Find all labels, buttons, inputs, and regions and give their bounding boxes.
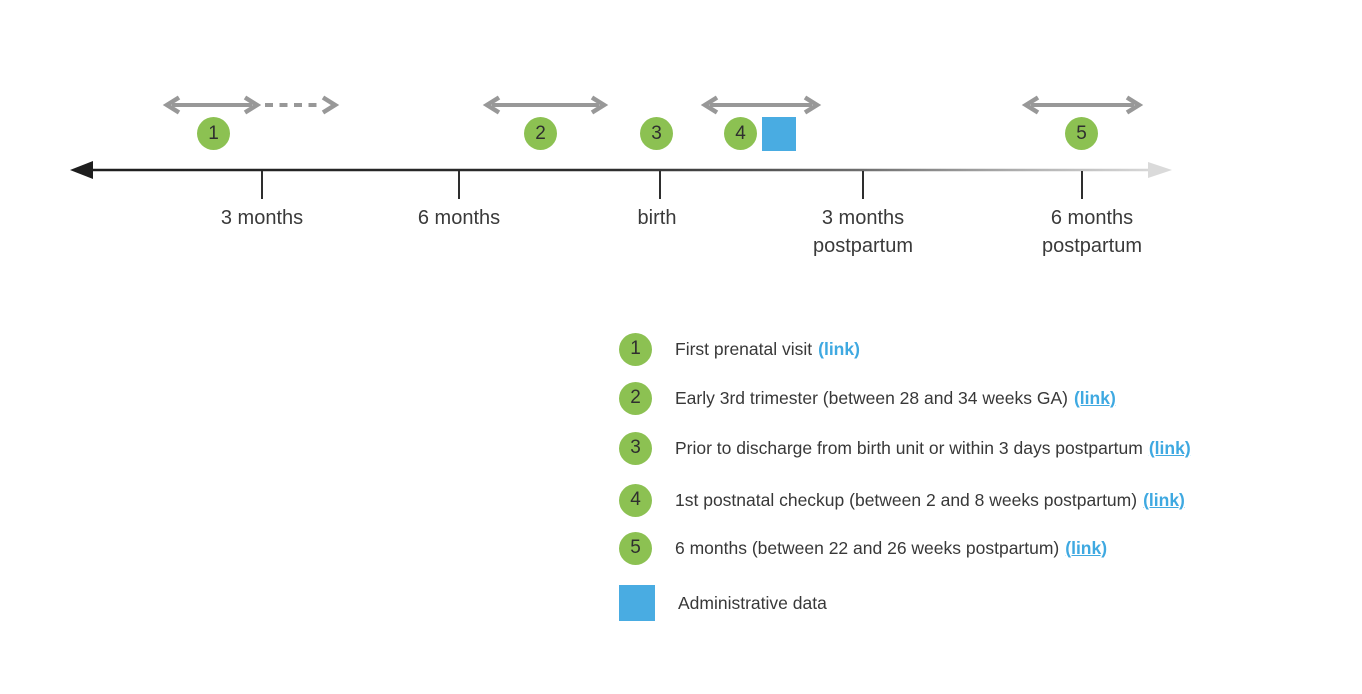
arrowhead-right-icon [321, 95, 340, 115]
range-arrow-4 [700, 95, 822, 115]
legend-item-4-link[interactable]: (link) [1143, 489, 1185, 510]
legend-item-5-link[interactable]: (link) [1065, 537, 1108, 558]
arrowhead-right-icon [590, 95, 609, 115]
arrowhead-left-icon [1021, 95, 1040, 115]
legend-item-1-text: First prenatal visit [675, 338, 813, 359]
range-arrow-5 [1021, 95, 1144, 115]
arrowhead-left-icon [482, 95, 501, 115]
tick-label-3-months-postpartum: 3 months postpartum [812, 207, 914, 257]
legend-item-5-text: 6 months (between 22 and 26 weeks postpa… [675, 537, 1060, 558]
arrowhead-right-icon [803, 95, 822, 115]
legend-item-2-text: Early 3rd trimester (between 28 and 34 w… [675, 387, 1068, 408]
administrative-data-swatch [619, 585, 655, 621]
tick-label-6-months-postpartum: 6 months postpartum [1041, 207, 1143, 257]
legend-admin-text: Administrative data [678, 592, 827, 613]
legend-marker-5: 5 [619, 531, 652, 565]
tick-label-6-months: 6 months [417, 207, 501, 229]
timeline-marker-5: 5 [1065, 117, 1098, 150]
legend-item-4: 4 1st postnatal checkup (between 2 and 8… [619, 482, 1185, 518]
legend-marker-3: 3 [619, 431, 652, 465]
legend-item-1: 1 First prenatal visit(link) [619, 331, 860, 367]
arrowhead-left-icon [700, 95, 719, 115]
timeline-marker-1: 1 [197, 117, 230, 150]
range-arrow-1-dashed [265, 95, 340, 115]
legend-item-1-link[interactable]: (link) [818, 338, 860, 359]
arrowhead-left-icon [162, 95, 181, 115]
legend-marker-4: 4 [619, 483, 652, 517]
legend-item-3-text: Prior to discharge from birth unit or wi… [675, 437, 1143, 458]
tick-label-birth: birth [637, 207, 677, 229]
timeline-marker-2: 2 [524, 117, 557, 150]
timeline-marker-4: 4 [724, 117, 757, 150]
legend-item-3: 3 Prior to discharge from birth unit or … [619, 430, 1191, 466]
legend-marker-1: 1 [619, 332, 652, 366]
legend-item-3-link[interactable]: (link) [1148, 437, 1191, 458]
legend-marker-2: 2 [619, 381, 652, 415]
legend-item-administrative-data: Administrative data [619, 585, 827, 621]
axis-right-arrowhead-icon [1148, 162, 1172, 178]
timeline-marker-3: 3 [640, 117, 673, 150]
time-axis [70, 161, 1172, 199]
administrative-data-square [762, 117, 796, 151]
arrowhead-right-icon [243, 95, 262, 115]
timeline-graphics [70, 95, 1172, 199]
legend-item-2: 2 Early 3rd trimester (between 28 and 34… [619, 380, 1116, 416]
range-arrow-1 [162, 95, 262, 115]
arrowhead-right-icon [1125, 95, 1144, 115]
range-arrow-2 [482, 95, 609, 115]
legend-item-2-link[interactable]: (link) [1073, 387, 1116, 408]
legend-item-5: 5 6 months (between 22 and 26 weeks post… [619, 530, 1107, 566]
tick-label-3-months: 3 months [220, 207, 304, 229]
legend-item-4-text: 1st postnatal checkup (between 2 and 8 w… [675, 489, 1138, 510]
axis-left-arrowhead-icon [70, 161, 93, 179]
